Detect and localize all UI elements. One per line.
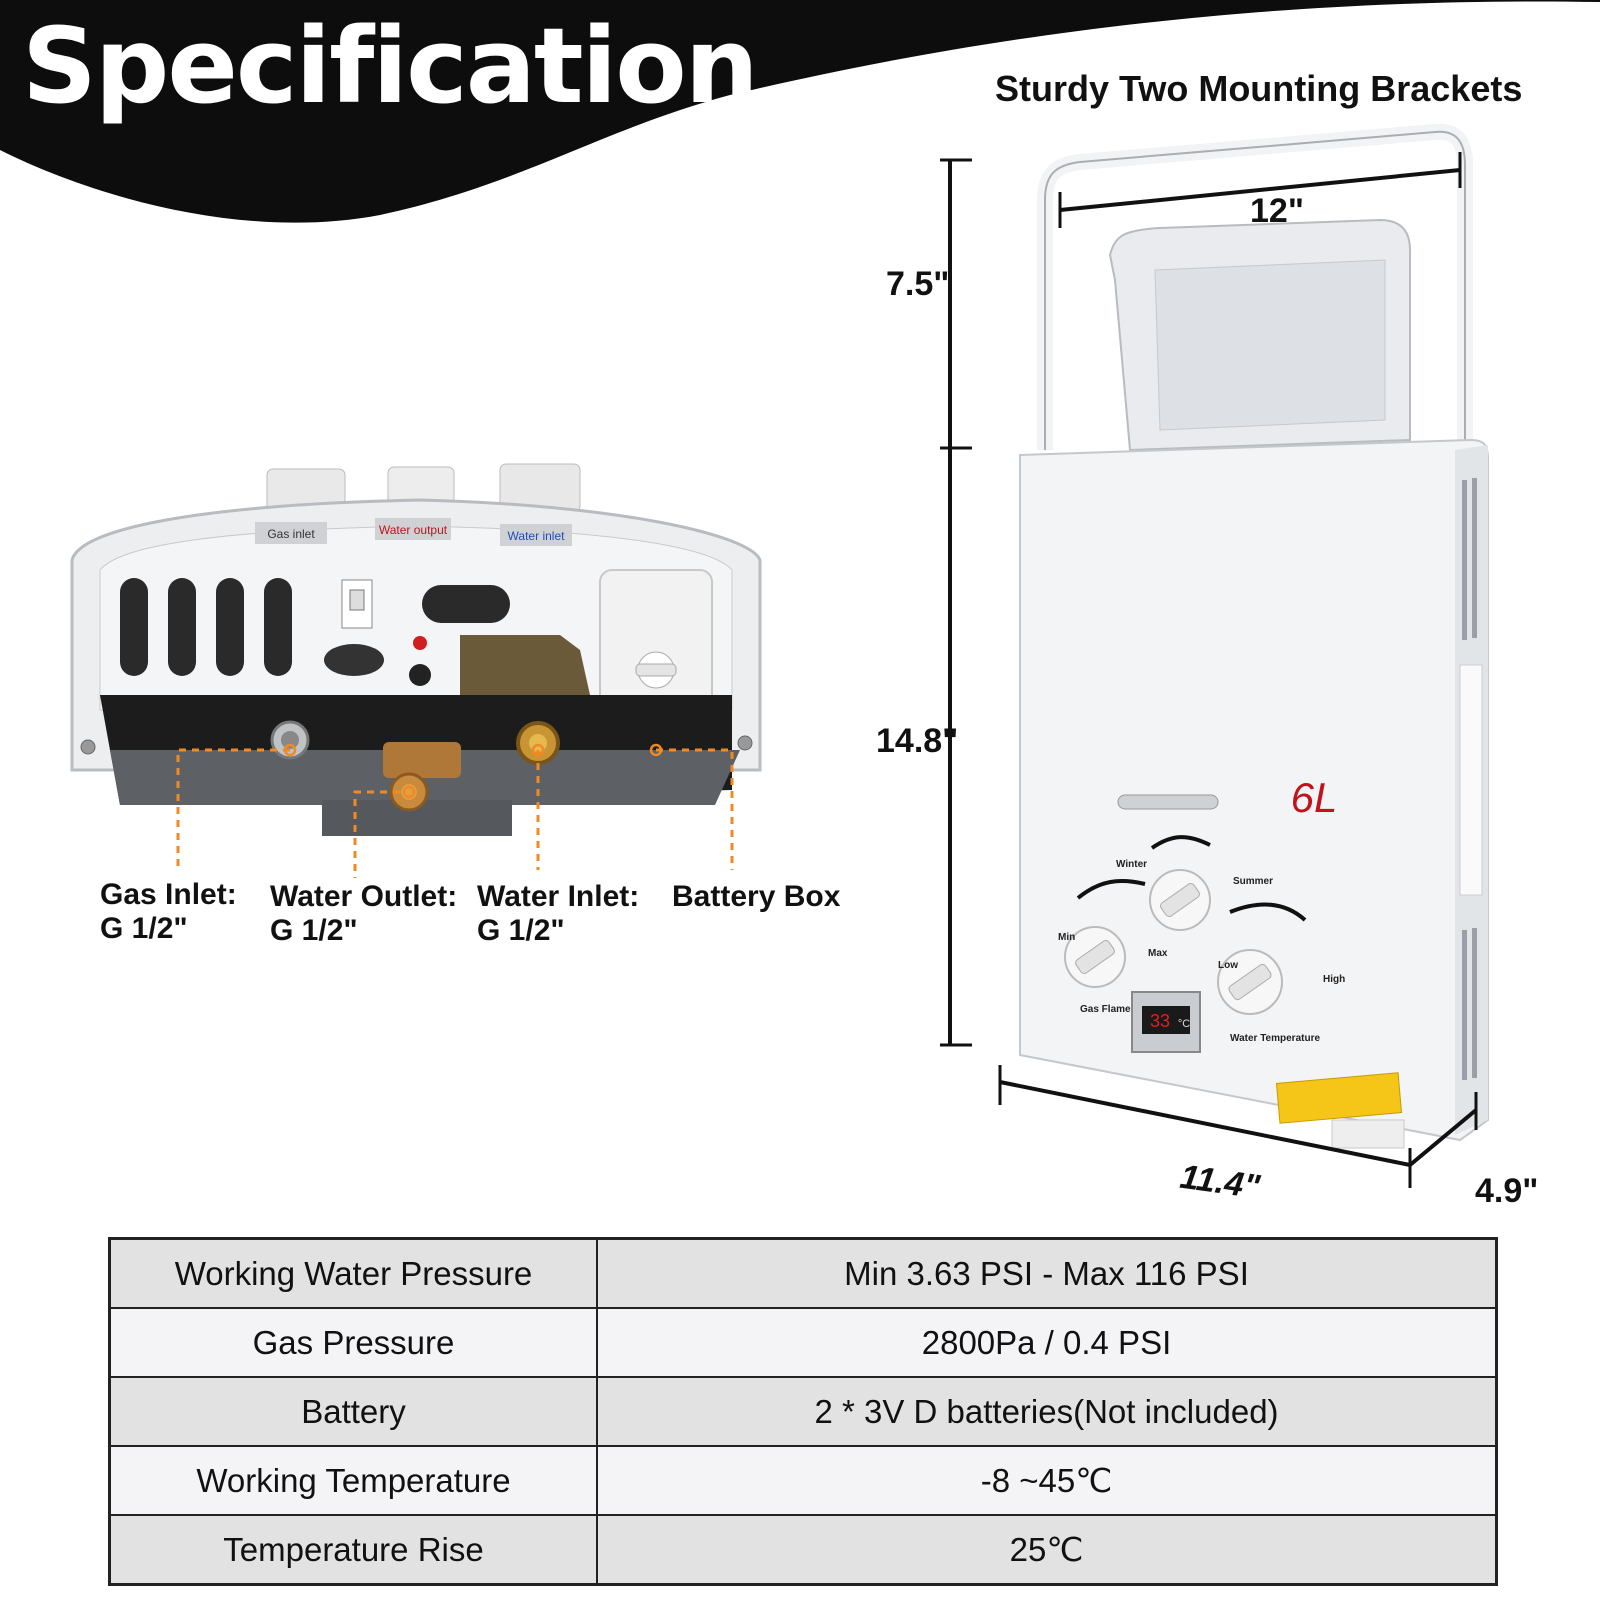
port-label-water-outlet: Water Outlet: G 1/2" xyxy=(270,880,457,948)
water-output-tag-text: Water output xyxy=(379,523,448,537)
water-inlet-tag-text: Water inlet xyxy=(508,529,566,543)
spec-value: 2800Pa / 0.4 PSI xyxy=(596,1307,1498,1378)
port-label-water-inlet: Water Inlet: G 1/2" xyxy=(477,880,639,948)
spec-table: Working Water Pressure Min 3.63 PSI - Ma… xyxy=(108,1237,1498,1586)
dimension-bracket-width: 12" xyxy=(1250,192,1304,230)
port-size: G 1/2" xyxy=(270,914,358,947)
winter-label: Winter xyxy=(1116,859,1147,870)
table-row: Working Temperature -8 ~45℃ xyxy=(108,1445,1498,1516)
model-label: 6L xyxy=(1291,774,1338,821)
header-banner xyxy=(0,0,1600,223)
port-label-battery-box: Battery Box xyxy=(672,880,840,914)
spec-label: Temperature Rise xyxy=(108,1514,598,1586)
spec-label: Working Water Pressure xyxy=(108,1237,598,1309)
spec-value: 2 * 3V D batteries(Not included) xyxy=(596,1376,1498,1447)
table-row: Temperature Rise 25℃ xyxy=(108,1514,1498,1586)
spec-value: -8 ~45℃ xyxy=(596,1445,1498,1516)
port-size: G 1/2" xyxy=(477,914,565,947)
water-output-tag xyxy=(375,518,451,540)
spec-value: 25℃ xyxy=(596,1514,1498,1586)
page-title: Specification xyxy=(22,5,759,127)
display-unit: °C xyxy=(1178,1018,1190,1030)
gas-inlet-tag-text: Gas inlet xyxy=(267,527,315,541)
high-label: High xyxy=(1323,974,1345,985)
table-row: Working Water Pressure Min 3.63 PSI - Ma… xyxy=(108,1237,1498,1309)
port-name: Battery Box xyxy=(672,880,841,913)
bottom-view-illustration: Gas inlet Water output Water inlet xyxy=(70,463,762,878)
port-name: Water Inlet: xyxy=(477,880,640,913)
spec-label: Battery xyxy=(108,1376,598,1447)
port-label-gas-inlet: Gas Inlet: G 1/2" xyxy=(100,878,237,946)
dimension-body-height: 14.8" xyxy=(876,722,959,760)
min-label: Min xyxy=(1058,932,1075,943)
low-label: Low xyxy=(1218,960,1238,971)
port-name: Gas Inlet: xyxy=(100,878,237,911)
table-row: Gas Pressure 2800Pa / 0.4 PSI xyxy=(108,1307,1498,1378)
display-value: 33 xyxy=(1150,1011,1170,1031)
water-inlet-tag xyxy=(500,524,572,546)
gas-flame-label: Gas Flame xyxy=(1080,1004,1131,1015)
spec-value: Min 3.63 PSI - Max 116 PSI xyxy=(596,1237,1498,1309)
spec-label: Gas Pressure xyxy=(108,1307,598,1378)
bracket-caption: Sturdy Two Mounting Brackets xyxy=(995,68,1523,109)
indicator-light xyxy=(413,636,427,650)
water-temperature-label: Water Temperature xyxy=(1230,1033,1320,1044)
gas-inlet-tag xyxy=(255,522,327,544)
port-size: G 1/2" xyxy=(100,912,188,945)
max-label: Max xyxy=(1148,948,1168,959)
table-row: Battery 2 * 3V D batteries(Not included) xyxy=(108,1376,1498,1447)
dimension-bracket-height: 7.5" xyxy=(886,265,950,303)
summer-label: Summer xyxy=(1233,876,1273,887)
front-view-illustration: 6L Winter Summer Min Max Low High Gas Fl… xyxy=(940,123,1489,1188)
warning-sticker xyxy=(1275,1072,1403,1124)
spec-label: Working Temperature xyxy=(108,1445,598,1516)
port-name: Water Outlet: xyxy=(270,880,458,913)
dimension-body-depth: 4.9" xyxy=(1475,1172,1539,1210)
